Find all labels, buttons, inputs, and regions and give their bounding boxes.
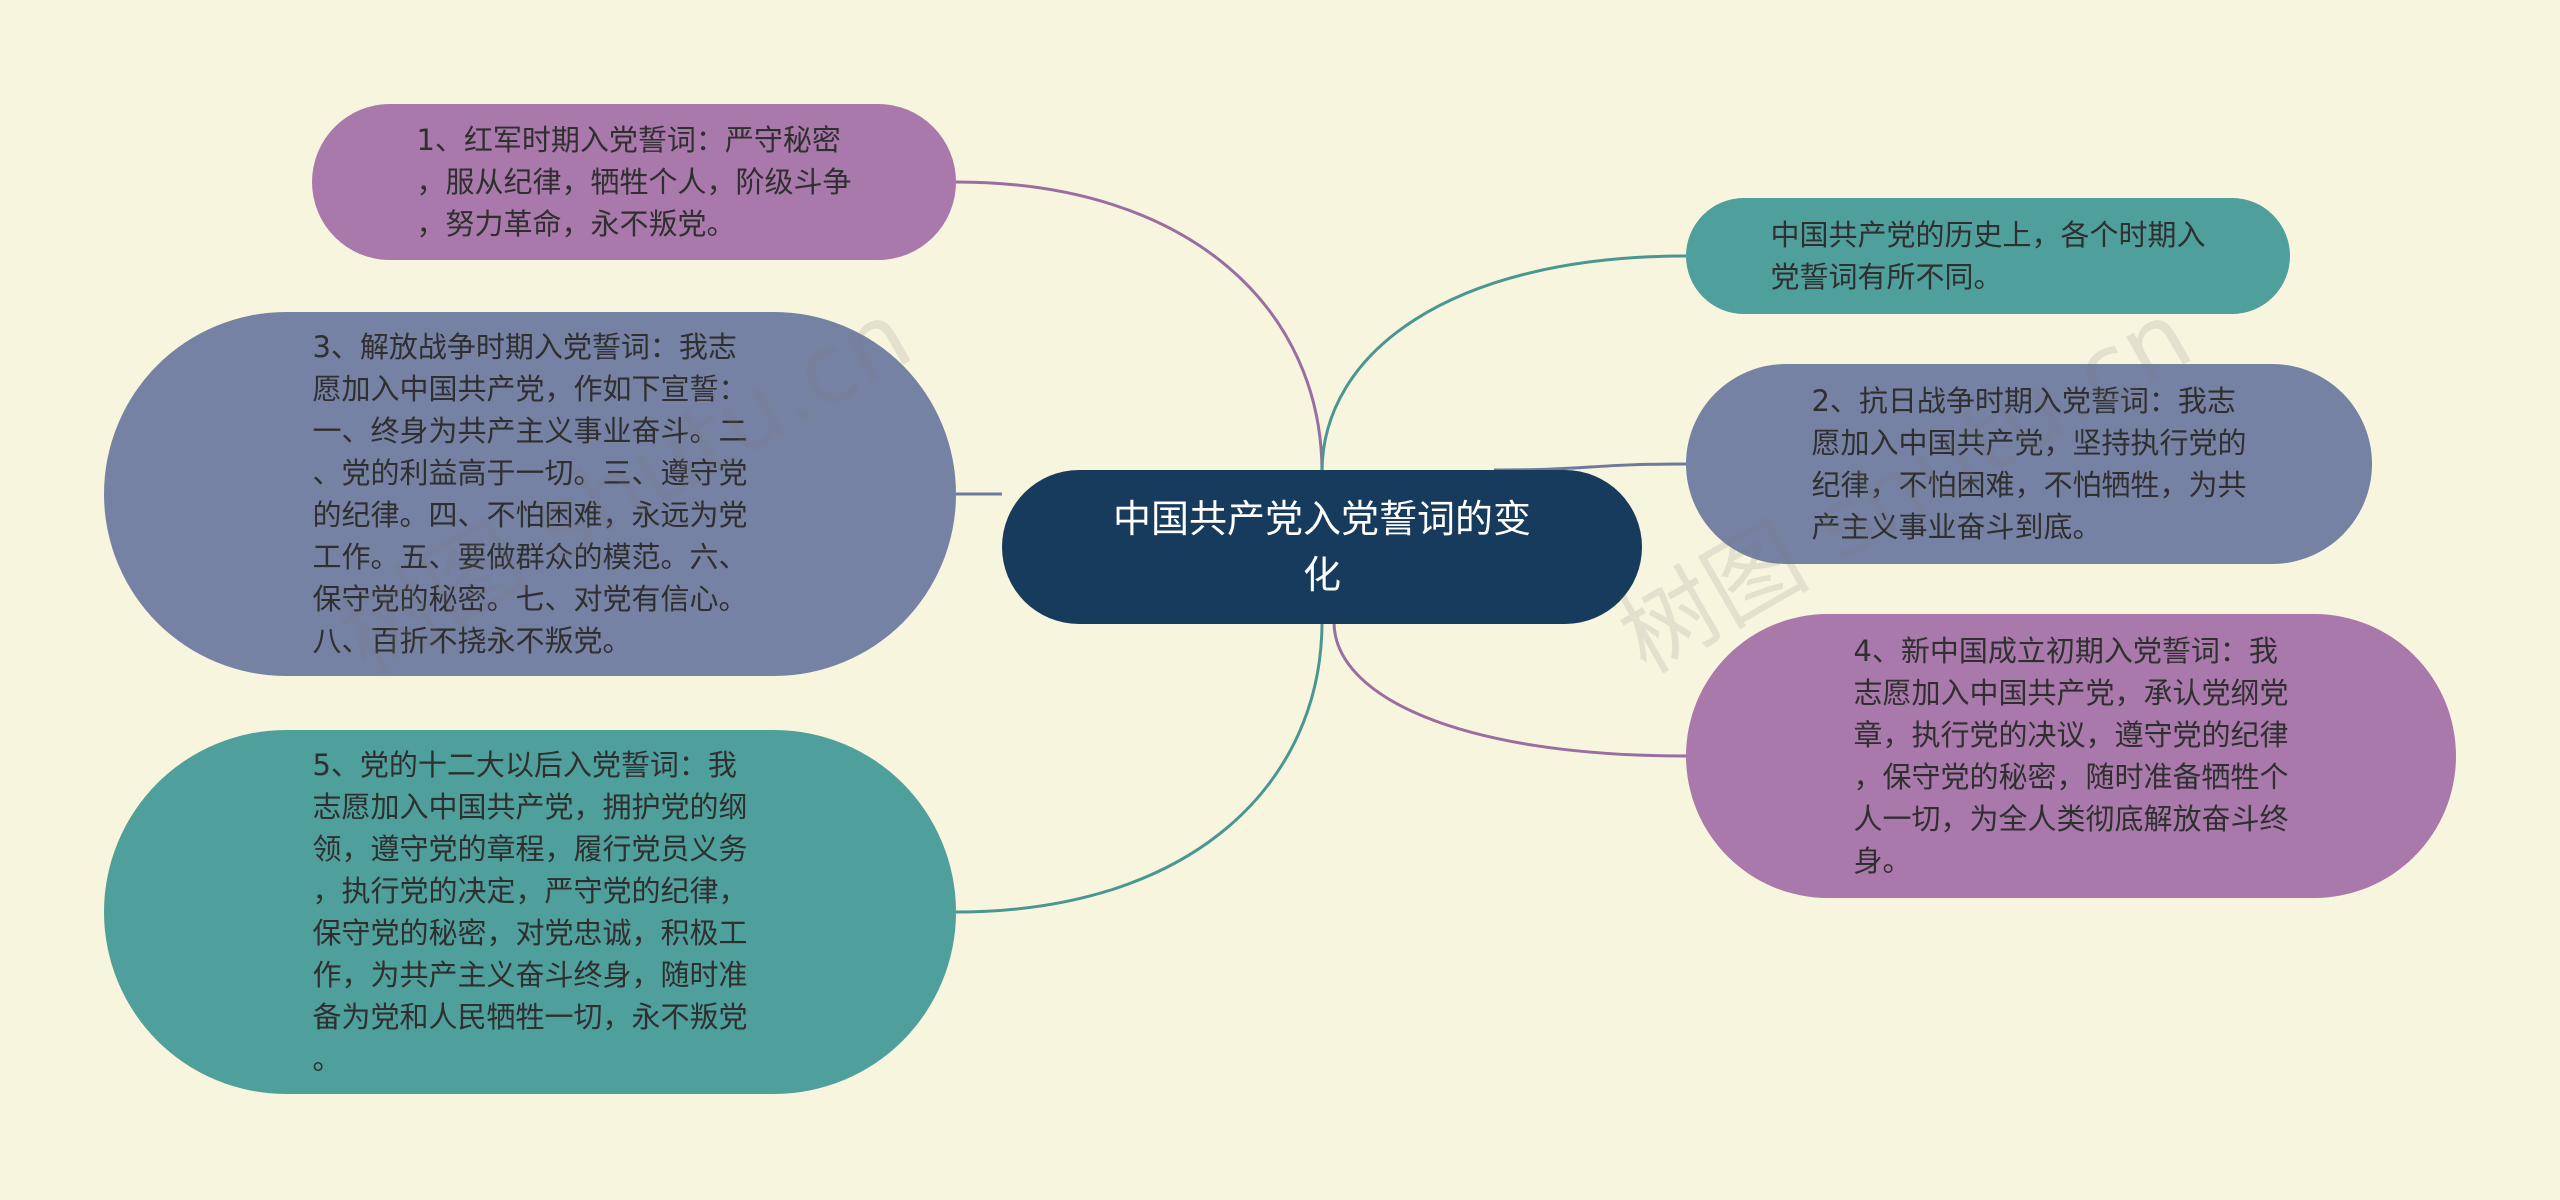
connector-b0: [1320, 254, 1687, 473]
connector-b4: [1332, 621, 1687, 758]
branch-label-12th-congress: 5、党的十二大以后入党誓词：我 志愿加入中国共产党，拥护党的纲 领，遵守党的章程…: [312, 748, 748, 1076]
branch-node-anti-japanese-war[interactable]: 2、抗日战争时期入党誓词：我志 愿加入中国共产党，坚持执行党的 纪律，不怕困难，…: [1686, 364, 2372, 564]
central-topic-label: 中国共产党入党誓词的变 化: [1112, 497, 1531, 597]
central-topic-node[interactable]: 中国共产党入党誓词的变 化: [1002, 470, 1642, 624]
branch-label-liberation-war: 3、解放战争时期入党誓词：我志 愿加入中国共产党，作如下宣誓： 一、终身为共产主…: [312, 330, 748, 658]
branch-node-intro[interactable]: 中国共产党的历史上，各个时期入 党誓词有所不同。: [1686, 198, 2290, 314]
connector-b5: [955, 621, 1324, 914]
branch-label-red-army: 1、红军时期入党誓词：严守秘密 ，服从纪律，牺牲个人，阶级斗争 ，努力革命，永不…: [416, 123, 852, 241]
branch-node-liberation-war[interactable]: 3、解放战争时期入党誓词：我志 愿加入中国共产党，作如下宣誓： 一、终身为共产主…: [104, 312, 956, 676]
branch-node-new-china[interactable]: 4、新中国成立初期入党誓词：我 志愿加入中国共产党，承认党纲党 章，执行党的决议…: [1686, 614, 2456, 898]
branch-label-anti-japanese-war: 2、抗日战争时期入党誓词：我志 愿加入中国共产党，坚持执行党的 纪律，不怕困难，…: [1811, 384, 2247, 544]
branch-label-new-china: 4、新中国成立初期入党誓词：我 志愿加入中国共产党，承认党纲党 章，执行党的决议…: [1853, 634, 2289, 878]
connector-b2: [1493, 462, 1687, 472]
branch-label-intro: 中国共产党的历史上，各个时期入 党誓词有所不同。: [1770, 218, 2206, 294]
branch-node-red-army[interactable]: 1、红军时期入党誓词：严守秘密 ，服从纪律，牺牲个人，阶级斗争 ，努力革命，永不…: [312, 104, 956, 260]
branch-node-12th-congress[interactable]: 5、党的十二大以后入党誓词：我 志愿加入中国共产党，拥护党的纲 领，遵守党的章程…: [104, 730, 956, 1094]
connector-b1: [955, 180, 1324, 473]
